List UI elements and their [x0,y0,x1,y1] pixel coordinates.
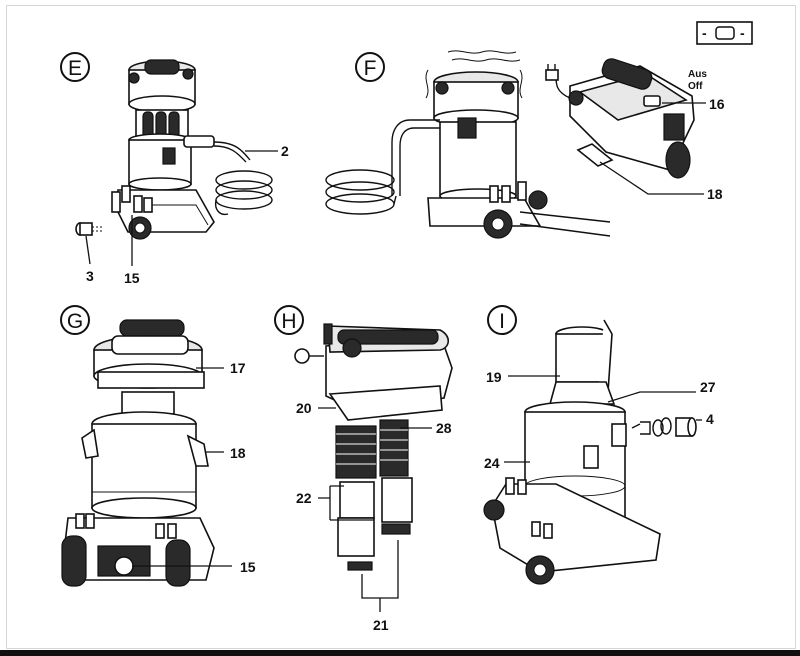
panel-g-letter: G [67,310,83,333]
callout-g-17: 17 [230,360,246,376]
panel-i-letter: I [499,310,505,333]
page-bottom-shadow [0,650,800,656]
panel-f-badge [355,52,385,82]
vacuum-drawing-e [75,59,273,240]
panel-i: I [483,305,716,585]
panel-h-badge [274,305,304,335]
switch-icon [715,26,735,40]
panel-e-letter: E [68,57,82,80]
callout-e-3: 3 [86,268,94,284]
panel-e: E [60,52,289,286]
panel-g: G [60,305,256,587]
vacuum-drawing-i [483,319,697,585]
panel-f-letter: F [364,57,377,80]
switch-symbol: - - [696,21,753,45]
callout-g-18: 18 [230,445,246,461]
switch-text-off: Off [688,81,703,92]
callout-e-15: 15 [124,270,140,286]
callout-i-19: 19 [486,369,502,385]
vacuum-drawing-f [325,50,695,239]
switch-dash-left: - [702,25,707,41]
callout-h-21: 21 [373,617,389,633]
switch-dash-right: - [740,25,745,41]
panel-g-badge [60,305,90,335]
page-border [6,5,796,649]
callout-i-4: 4 [706,411,714,427]
callout-h-20: 20 [296,400,312,416]
vacuum-drawing-h [294,323,453,571]
callout-i-27: 27 [700,379,716,395]
switch-text-aus: Aus [688,69,707,80]
panel-h: H 20 28 22 [274,305,453,633]
callout-i-24: 24 [484,455,500,471]
on-off-switch-icon [643,95,661,107]
callout-h-22: 22 [296,490,312,506]
callout-f-18: 18 [707,186,723,202]
panel-i-badge [487,305,517,335]
callout-g-15: 15 [240,559,256,575]
panel-f: F [325,50,725,239]
panel-h-letter: H [281,310,296,333]
vacuum-drawing-g [61,319,215,587]
callout-e-2: 2 [281,143,289,159]
callout-f-16: 16 [709,96,725,112]
callout-h-28: 28 [436,420,452,436]
panel-e-badge [60,52,90,82]
